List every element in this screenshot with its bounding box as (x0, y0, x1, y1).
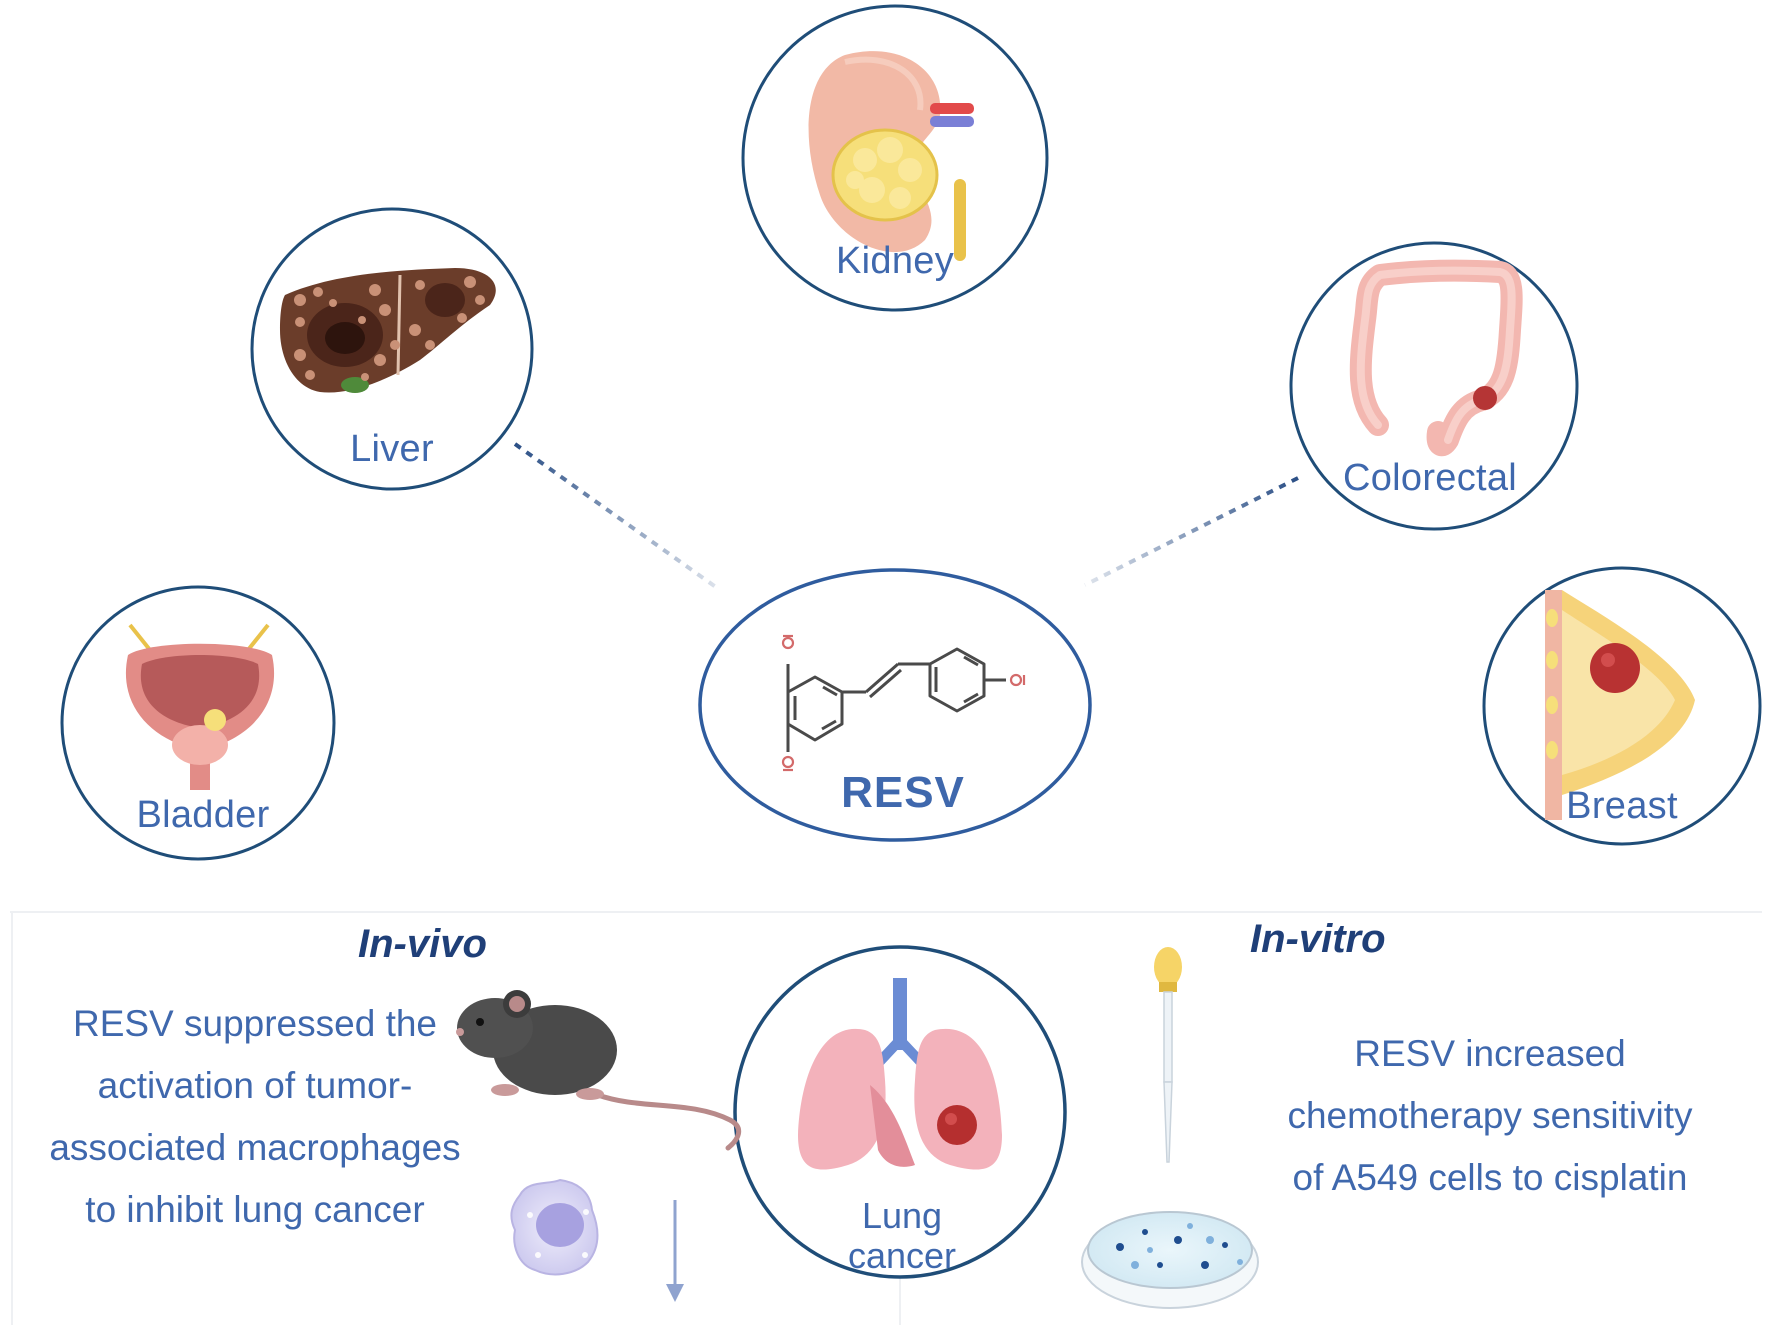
liver-label: Liver (350, 428, 434, 470)
in-vitro-line-1: RESV increased (1354, 1033, 1626, 1074)
in-vitro-description: RESV increased chemotherapy sensitivity … (1240, 1023, 1740, 1209)
resv-title: RESV (841, 768, 965, 817)
in-vivo-description: RESV suppressed the activation of tumor-… (10, 993, 500, 1241)
lungs-icon (798, 978, 1002, 1170)
lung-label-line-1: Lung (861, 1195, 943, 1236)
in-vitro-line-3: of A549 cells to cisplatin (1292, 1157, 1688, 1198)
resv-ellipse (698, 568, 1092, 842)
breast-label: Breast (1566, 785, 1678, 827)
lung-label-line-2: cancer (847, 1235, 957, 1276)
mouse-icon (456, 990, 742, 1151)
colorectal-label: Colorectal (1342, 457, 1518, 499)
dropper-icon (1154, 947, 1182, 1163)
in-vivo-line-2: activation of tumor- (97, 1065, 413, 1106)
resveratrol-structure-icon (786, 647, 1006, 752)
lung-cancer-label: Lung cancer (792, 1196, 1012, 1276)
in-vitro-heading: In-vitro (1250, 917, 1386, 961)
in-vivo-heading: In-vivo (358, 922, 487, 966)
kidney-label: Kidney (836, 240, 954, 282)
hydroxyl-marks (781, 634, 1026, 772)
in-vivo-line-3: associated macrophages (49, 1127, 461, 1168)
connector-liver (513, 442, 722, 592)
kidney-icon (808, 51, 974, 261)
in-vitro-line-2: chemotherapy sensitivity (1287, 1095, 1693, 1136)
down-arrow-icon (666, 1200, 684, 1302)
colon-icon (1349, 259, 1523, 456)
liver-icon (280, 268, 496, 393)
breast-icon (1545, 590, 1695, 820)
in-vivo-line-4: to inhibit lung cancer (85, 1189, 425, 1230)
in-vivo-line-1: RESV suppressed the (72, 1003, 438, 1044)
lung-circle (733, 945, 1067, 1279)
connector-colorectal (1084, 476, 1299, 587)
bladder-label: Bladder (136, 794, 270, 836)
macrophage-icon (510, 1178, 599, 1276)
connectors (350, 320, 1462, 948)
petri-dish-icon (1081, 1211, 1259, 1309)
bladder-icon (125, 623, 275, 790)
